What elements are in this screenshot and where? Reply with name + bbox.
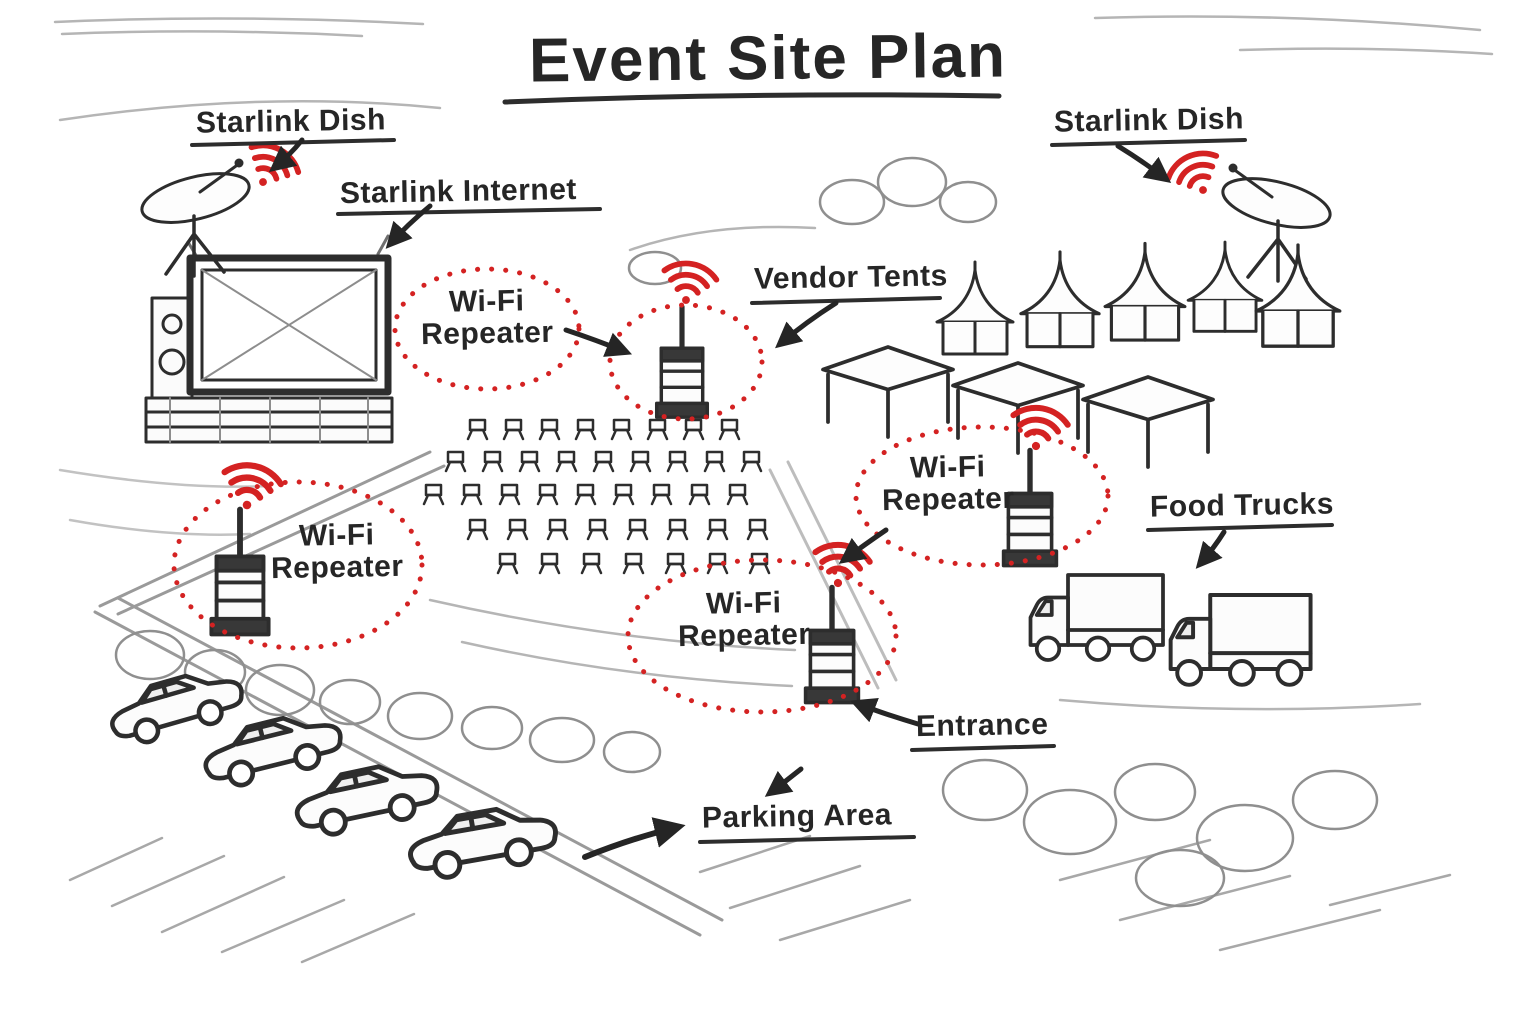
annotation-arrows [268, 137, 1227, 860]
chair-icon [629, 450, 652, 473]
chair-icon [502, 418, 525, 441]
label-food-trucks: Food Trucks [1149, 487, 1335, 524]
chair-icon [748, 552, 771, 575]
chair-icon [518, 450, 541, 473]
chair-icon [460, 483, 483, 506]
label-wifi-repeater-left: Wi-Fi Repeater [270, 518, 404, 585]
chair-icon [580, 552, 603, 575]
chair-icon [555, 450, 578, 473]
label-wifi-repeater-bottom: Wi-Fi Repeater [677, 586, 811, 653]
dotted-highlight-circles [171, 266, 1111, 715]
label-parking-area: Parking Area [701, 798, 893, 835]
label-vendor-tents: Vendor Tents [753, 259, 949, 296]
arrow-parking-small [764, 766, 804, 797]
arrow-parking-area [582, 817, 686, 860]
dotted-circle-right [853, 424, 1111, 568]
chair-icon [586, 518, 609, 541]
chair-icon [740, 450, 763, 473]
arrow-vendor-tents [775, 300, 839, 349]
chair-icon [466, 518, 489, 541]
arrow-food-trucks [1195, 529, 1227, 569]
background-sketch [53, 15, 1494, 964]
label-starlink-dish-left: Starlink Dish [195, 103, 387, 140]
wifi-signal-dish-right-icon [1164, 146, 1229, 205]
bushes-trees [114, 156, 1379, 908]
chair-icon [574, 418, 597, 441]
chair-icon [481, 450, 504, 473]
dotted-circle-bottom [625, 557, 899, 715]
chair-icon [538, 552, 561, 575]
label-starlink-internet: Starlink Internet [339, 172, 578, 211]
arrow-starlink-dish-right [1115, 143, 1172, 183]
starlink-dish-right-icon [1216, 161, 1337, 283]
label-underlines [190, 92, 1334, 844]
chair-icon [682, 418, 705, 441]
chair-icon [688, 483, 711, 506]
dotted-circle-top-device [607, 302, 765, 422]
stage-with-screen-icon [144, 234, 394, 444]
chair-icon [650, 483, 673, 506]
dotted-circle-left [171, 479, 425, 651]
audience-seating-icon [422, 418, 771, 575]
chair-icon [646, 418, 669, 441]
label-starlink-dish-right: Starlink Dish [1053, 102, 1245, 139]
label-wifi-repeater-right: Wi-Fi Repeater [881, 450, 1015, 517]
chair-icon [703, 450, 726, 473]
chair-icon [498, 483, 521, 506]
chair-icon [546, 518, 569, 541]
title-underline [502, 92, 1002, 105]
arrow-right-to-bottom-repeater [838, 527, 889, 564]
chair-icon [626, 518, 649, 541]
chair-icon [664, 552, 687, 575]
chair-icon [592, 450, 615, 473]
wifi-repeater-left-device [211, 510, 268, 635]
chair-icon [622, 552, 645, 575]
label-entrance: Entrance [915, 707, 1049, 744]
chair-icon [746, 518, 769, 541]
chair-icon [612, 483, 635, 506]
chair-icon [574, 483, 597, 506]
chair-icon [666, 450, 689, 473]
chair-icon [718, 418, 741, 441]
food-trucks-icon [1028, 573, 1313, 687]
wifi-repeater-top-device [657, 307, 708, 417]
arrow-starlink-internet [385, 203, 433, 249]
chair-icon [422, 483, 445, 506]
chair-icon [610, 418, 633, 441]
label-wifi-repeater-top: Wi-Fi Repeater [420, 284, 554, 351]
chair-icon [536, 483, 559, 506]
parking-cars-icon [105, 662, 560, 883]
chair-icon [726, 483, 749, 506]
arrow-starlink-dish-left [268, 137, 305, 173]
dotted-circle-top-label [392, 266, 582, 392]
chair-icon [706, 518, 729, 541]
chair-icon [444, 450, 467, 473]
arrow-entrance [849, 698, 921, 727]
chair-icon [538, 418, 561, 441]
chair-icon [666, 518, 689, 541]
chair-icon [506, 518, 529, 541]
chair-icon [466, 418, 489, 441]
arrow-wifi-repeater-top [563, 327, 633, 357]
wifi-signal-top-icon [659, 259, 718, 308]
chair-icon [496, 552, 519, 575]
